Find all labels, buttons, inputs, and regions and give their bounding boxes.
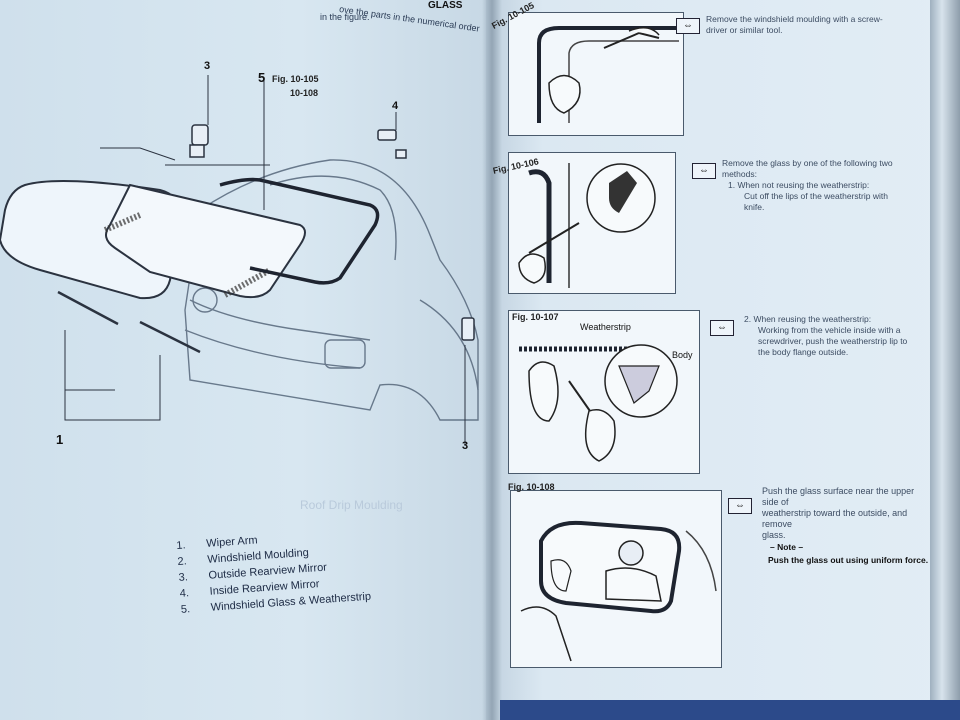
figure-ref-2: 10-108 (290, 88, 319, 98)
figure-10-108 (510, 490, 722, 668)
step-arrow-icon: ⇔ (710, 320, 734, 336)
step-arrow-icon: ⇔ (676, 18, 700, 34)
callout-3b: 3 (462, 440, 469, 452)
note-heading: – Note – (770, 542, 804, 552)
parts-legend: 1.Wiper Arm 2.Windshield Moulding 3.Outs… (176, 527, 371, 615)
intro-line-2: in the figure. (320, 12, 370, 22)
fig-label-107: Fig. 10-107 (512, 312, 559, 322)
outside-mirror-icon (191, 124, 209, 146)
step-1-text: Remove the windshield moulding with a sc… (706, 14, 883, 35)
step-arrow-icon: ⇔ (692, 163, 716, 179)
step-3-text: 2. When reusing the weatherstrip: Workin… (744, 314, 908, 357)
step-arrow-icon: ⇔ (728, 498, 752, 514)
moulding-removal-illustration (537, 26, 679, 123)
step-4-text: Push the glass surface near the upper si… (762, 486, 915, 540)
glass-push-out-illustration (520, 520, 717, 662)
section-header-fragment: GLASS (428, 0, 463, 11)
inside-mirror-icon (377, 129, 397, 141)
book-gutter (482, 0, 502, 720)
callout-5: 5 (258, 70, 266, 85)
figure-10-106 (508, 152, 676, 294)
exploded-view-diagram (0, 75, 479, 445)
figure-ref-1: Fig. 10-105 (272, 74, 319, 84)
figure-10-107 (508, 310, 700, 474)
callout-3: 3 (204, 60, 211, 72)
table-cover (500, 700, 960, 720)
callout-4: 4 (392, 100, 399, 112)
fig-label-108: Fig. 10-108 (508, 482, 555, 492)
callout-1: 1 (56, 432, 64, 447)
left-page (0, 0, 500, 720)
faded-heading: Roof Drip Moulding (300, 498, 403, 512)
step-2-text: Remove the glass by one of the following… (722, 158, 893, 212)
body-label: Body (672, 350, 693, 360)
weatherstrip-label: Weatherstrip (580, 322, 631, 332)
figure-10-105 (508, 12, 684, 136)
note-text: Push the glass out using uniform force. (768, 555, 929, 565)
weatherstrip-cut-illustration (518, 163, 656, 288)
page-edges (930, 0, 960, 720)
weatherstrip-push-illustration (519, 344, 678, 462)
weatherstrip (219, 177, 380, 285)
